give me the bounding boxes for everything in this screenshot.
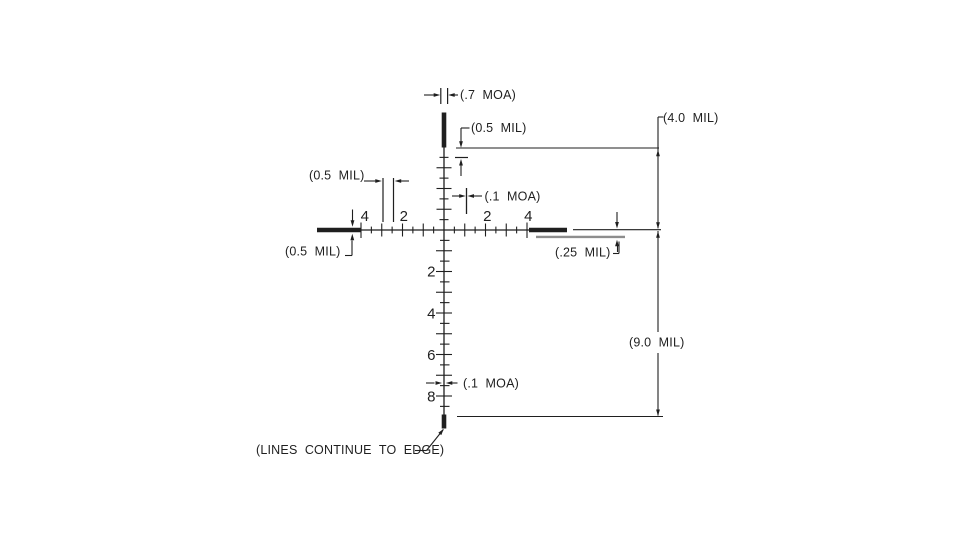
hash-number-down-2: 2: [427, 264, 436, 281]
label-edge-note: (LINES CONTINUE TO EDGE): [256, 443, 444, 457]
hash-number-right-2: 2: [483, 208, 492, 225]
label-bottom-line-width: (.1 MOA): [463, 377, 519, 391]
hash-number-left-2: 2: [400, 208, 409, 225]
reticle-tick-marks: [360, 156, 528, 407]
label-upper-height: (4.0 MIL): [663, 111, 719, 125]
label-left-post-thickness: (0.5 MIL): [285, 245, 341, 259]
label-top-gap: (0.5 MIL): [471, 121, 527, 135]
hash-number-down-4: 4: [427, 306, 436, 323]
label-top-post-width: (.7 MOA): [460, 88, 516, 102]
label-tick-spacing: (0.5 MIL): [309, 169, 365, 183]
dimension-arrowheads: [350, 93, 660, 436]
label-right-post-offset: (.25 MIL): [555, 246, 611, 260]
label-center-line-width: (.1 MOA): [485, 190, 541, 204]
hash-number-right-4: 4: [524, 208, 533, 225]
hash-number-down-8: 8: [427, 389, 436, 406]
hash-number-down-6: 6: [427, 347, 436, 364]
label-lower-height: (9.0 MIL): [629, 336, 685, 350]
hash-number-left-4: 4: [361, 208, 370, 225]
reticle-linework: [317, 88, 664, 452]
